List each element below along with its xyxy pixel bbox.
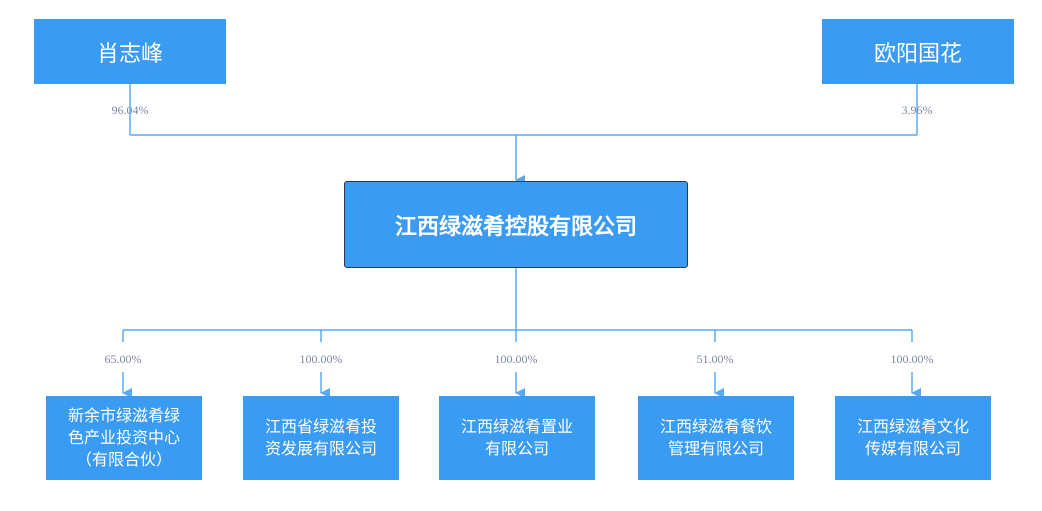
company-name: 江西绿滋肴控股有限公司 <box>394 214 637 240</box>
subsidiary-share-2: 100.00% <box>299 352 343 366</box>
subsidiary-box-2: 江西省绿滋肴投 资发展有限公司 <box>243 396 399 480</box>
shareholder-share-1: 96.04% <box>111 103 149 117</box>
subsidiary-name: 江西绿滋肴置业 有限公司 <box>460 417 573 458</box>
company-box: 江西绿滋肴控股有限公司 <box>344 181 688 268</box>
subsidiary-box-3: 江西绿滋肴置业 有限公司 <box>439 396 595 480</box>
subsidiary-share-4: 51.00% <box>696 352 734 366</box>
subsidiary-box-4: 江西绿滋肴餐饮 管理有限公司 <box>638 396 794 480</box>
subsidiary-share-3: 100.00% <box>494 352 538 366</box>
subsidiary-name: 江西绿滋肴餐饮 管理有限公司 <box>659 417 772 458</box>
subsidiary-share-5: 100.00% <box>890 352 934 366</box>
subsidiary-name: 江西省绿滋肴投 资发展有限公司 <box>264 417 377 458</box>
shareholder-name: 肖志峰 <box>96 41 163 67</box>
subsidiary-name: 新余市绿滋肴绿 色产业投资中心 （有限合伙） <box>67 406 180 469</box>
subsidiary-share-1: 65.00% <box>104 352 142 366</box>
shareholder-box-1: 肖志峰 <box>34 19 226 84</box>
shareholder-box-2: 欧阳国花 <box>822 19 1014 84</box>
subsidiary-box-5: 江西绿滋肴文化 传媒有限公司 <box>835 396 991 480</box>
subsidiary-box-1: 新余市绿滋肴绿 色产业投资中心 （有限合伙） <box>46 396 202 480</box>
shareholder-share-2: 3.96% <box>901 103 933 117</box>
shareholder-name: 欧阳国花 <box>873 41 962 67</box>
subsidiary-name: 江西绿滋肴文化 传媒有限公司 <box>856 417 969 458</box>
